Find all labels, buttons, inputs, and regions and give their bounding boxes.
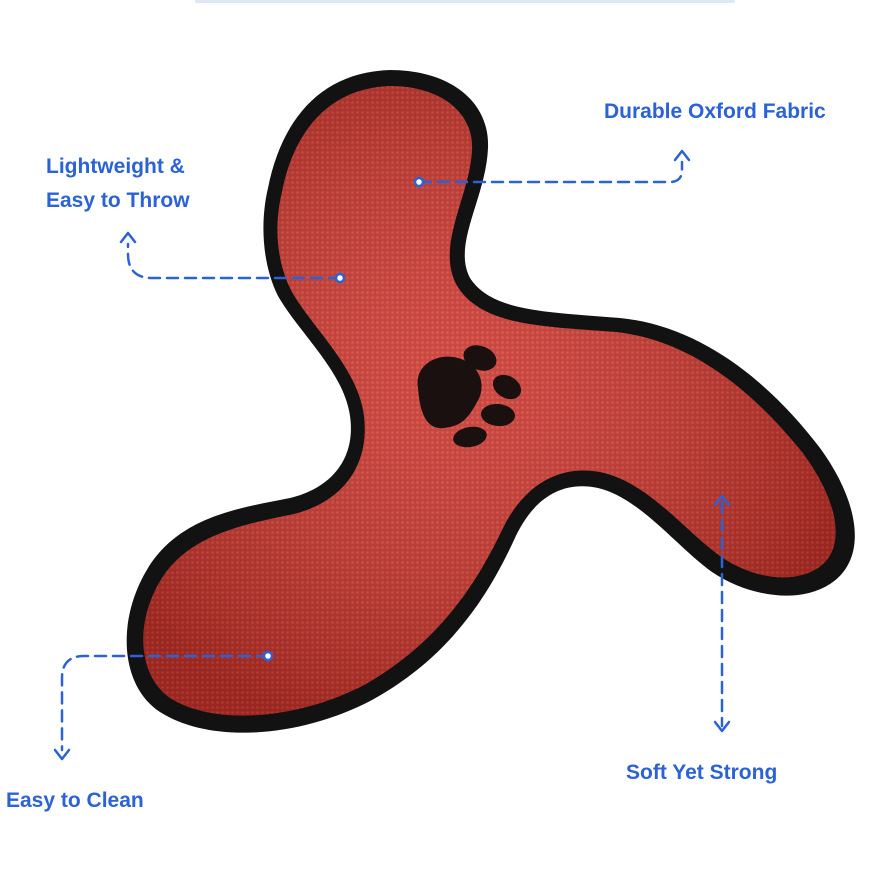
feature-label-clean: Easy to Clean bbox=[6, 789, 144, 812]
arrow-up-icon bbox=[119, 231, 137, 244]
arrow-down-icon bbox=[713, 720, 731, 733]
arrow-up-icon bbox=[673, 149, 691, 162]
callout-dot-durable bbox=[413, 176, 425, 188]
top-divider bbox=[195, 0, 735, 3]
callout-line-durable bbox=[418, 160, 684, 184]
feature-label-lightweight-line2: Easy to Throw bbox=[46, 189, 190, 212]
arrow-up-icon bbox=[713, 494, 731, 507]
callout-line-clean bbox=[60, 654, 270, 752]
callout-line-lightweight bbox=[126, 242, 342, 280]
callout-dot-lightweight bbox=[334, 272, 346, 284]
callout-dot-clean bbox=[262, 650, 274, 662]
arrow-down-icon bbox=[53, 748, 71, 761]
paw-print-icon bbox=[417, 345, 522, 448]
feature-label-soft: Soft Yet Strong bbox=[626, 761, 778, 784]
feature-label-lightweight-line1: Lightweight & bbox=[46, 155, 185, 178]
feature-label-durable: Durable Oxford Fabric bbox=[604, 100, 826, 123]
